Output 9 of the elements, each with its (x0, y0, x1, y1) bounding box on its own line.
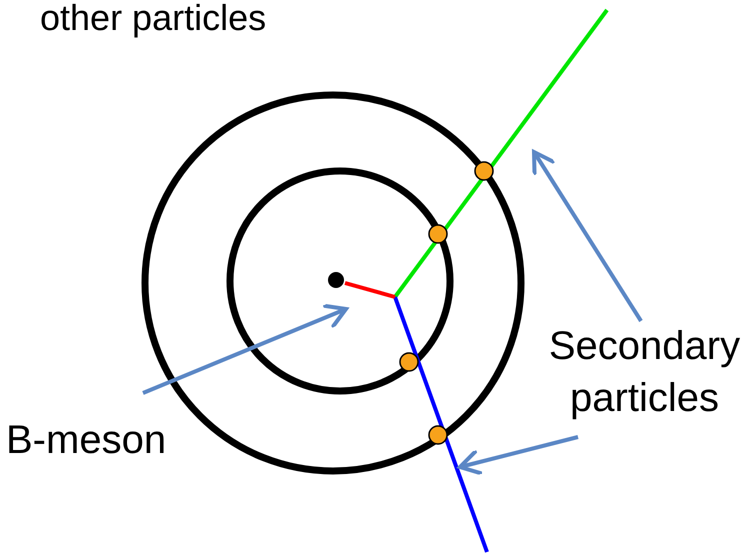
arrow (142, 304, 348, 395)
annotation-text: Secondary particles (538, 320, 751, 424)
arrow (532, 150, 643, 322)
caption-text: other particles (40, 0, 266, 40)
annotation-text: B-meson (6, 414, 186, 466)
particle-track (393, 296, 489, 553)
particle-track (393, 8, 609, 298)
arrow (458, 435, 578, 476)
particle-track (344, 281, 396, 299)
